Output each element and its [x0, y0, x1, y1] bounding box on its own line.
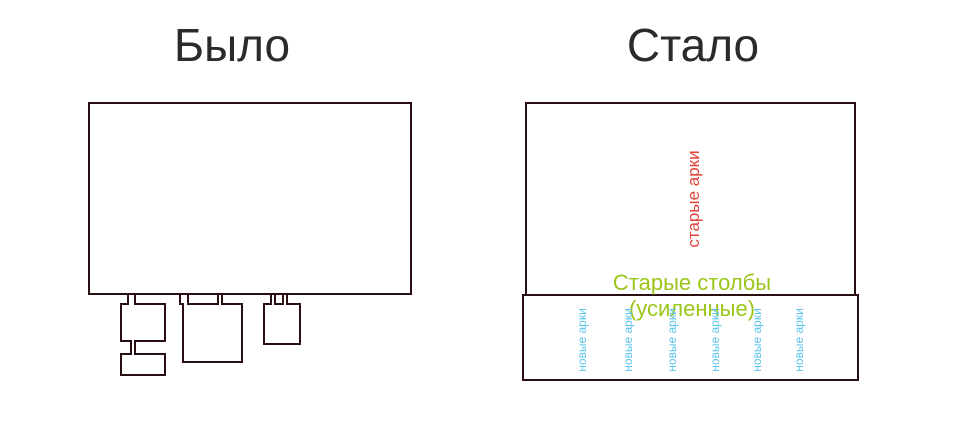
new-arches-label: новые арки [792, 308, 806, 372]
before-building [88, 102, 412, 295]
new-arches-label: новые арки [575, 308, 589, 372]
before-left-pier [120, 293, 166, 376]
new-arches-label: новые арки [708, 308, 722, 372]
old-pillars-label-line1: Старые столбы [613, 270, 771, 295]
before-title: Было [174, 19, 290, 71]
after-base-block [522, 294, 859, 381]
old-arches-label: старые арки [684, 150, 703, 247]
after-panel: Стало старые арки Старые столбы (усиленн… [522, 19, 859, 381]
before-panel: Было [88, 19, 412, 376]
before-right-pier [263, 293, 301, 345]
new-arches-labels: новые арки новые арки новые арки новые арки… [575, 308, 806, 372]
before-center-pier [179, 293, 243, 363]
new-arches-label: новые арки [621, 308, 635, 372]
new-arches-label: новые арки [665, 308, 679, 372]
new-arches-label: новые арки [750, 308, 764, 372]
after-title: Стало [627, 19, 759, 71]
old-pillars-label-line2: (усиленные) [629, 296, 755, 321]
